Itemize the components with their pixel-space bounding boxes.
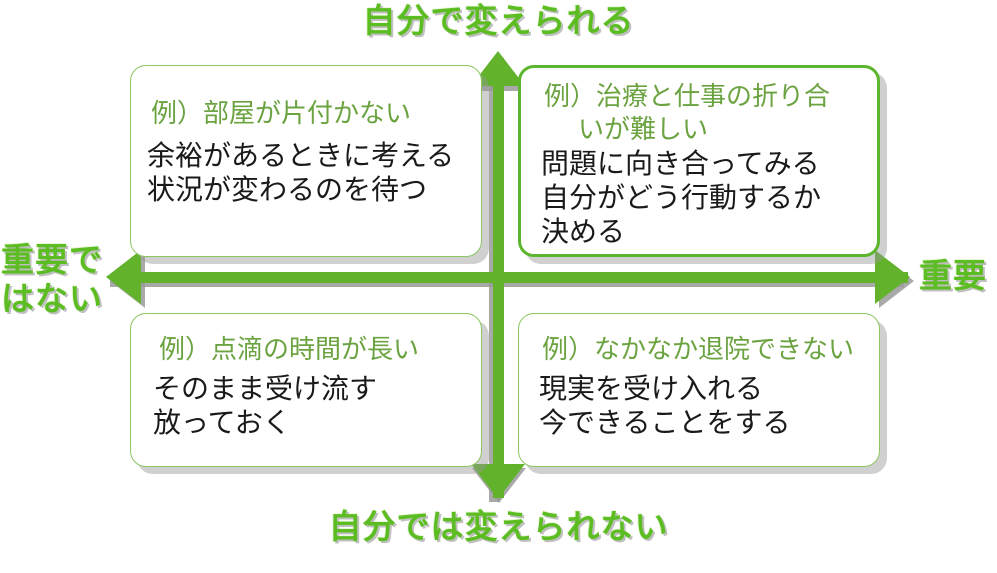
quadrant-top-right-header: 例）治療と仕事の折り合いが難しい [544,81,830,148]
down-arrow-icon [471,464,525,499]
quadrant-top-right-header-line1: 例）治療と仕事の折り合 [544,82,831,112]
axis-label-bottom: 自分では変えられない [328,506,669,546]
quadrant-top-left-body: 余裕があるときに考える 状況が変わるのを待つ [147,139,455,207]
quadrant-top-left-header: 例）部屋が片付かない [151,99,412,129]
right-arrow-icon [875,250,910,304]
left-arrow-icon [106,250,141,304]
axis-label-top: 自分で変えられる [362,0,635,40]
quadrant-box-top-right: 例）治療と仕事の折り合いが難しい 問題に向き合ってみる 自分がどう行動するか 決… [518,65,880,257]
quadrant-bottom-right-body: 現実を受け入れる 今できることをする [539,372,791,440]
quadrant-top-right-body: 問題に向き合ってみる 自分がどう行動するか 決める [541,147,822,249]
quadrant-box-top-left: 例）部屋が片付かない 余裕があるときに考える 状況が変わるのを待つ [130,65,482,257]
quadrant-box-bottom-right: 例）なかなか退院できない 現実を受け入れる 今できることをする [518,313,880,467]
quadrant-bottom-left-body: そのまま受け流す 放っておく [153,372,378,440]
quadrant-top-right-header-line2: いが難しい [578,115,709,146]
quadrant-bottom-left-header: 例）点滴の時間が長い [159,335,420,365]
quadrant-box-bottom-left: 例）点滴の時間が長い そのまま受け流す 放っておく [130,313,482,467]
quadrant-bottom-right-header: 例）なかなか退院できない [542,335,855,365]
axis-label-right: 重要 [918,255,987,295]
horizontal-axis [114,272,908,283]
axis-label-left: 重要で はない [0,239,103,318]
